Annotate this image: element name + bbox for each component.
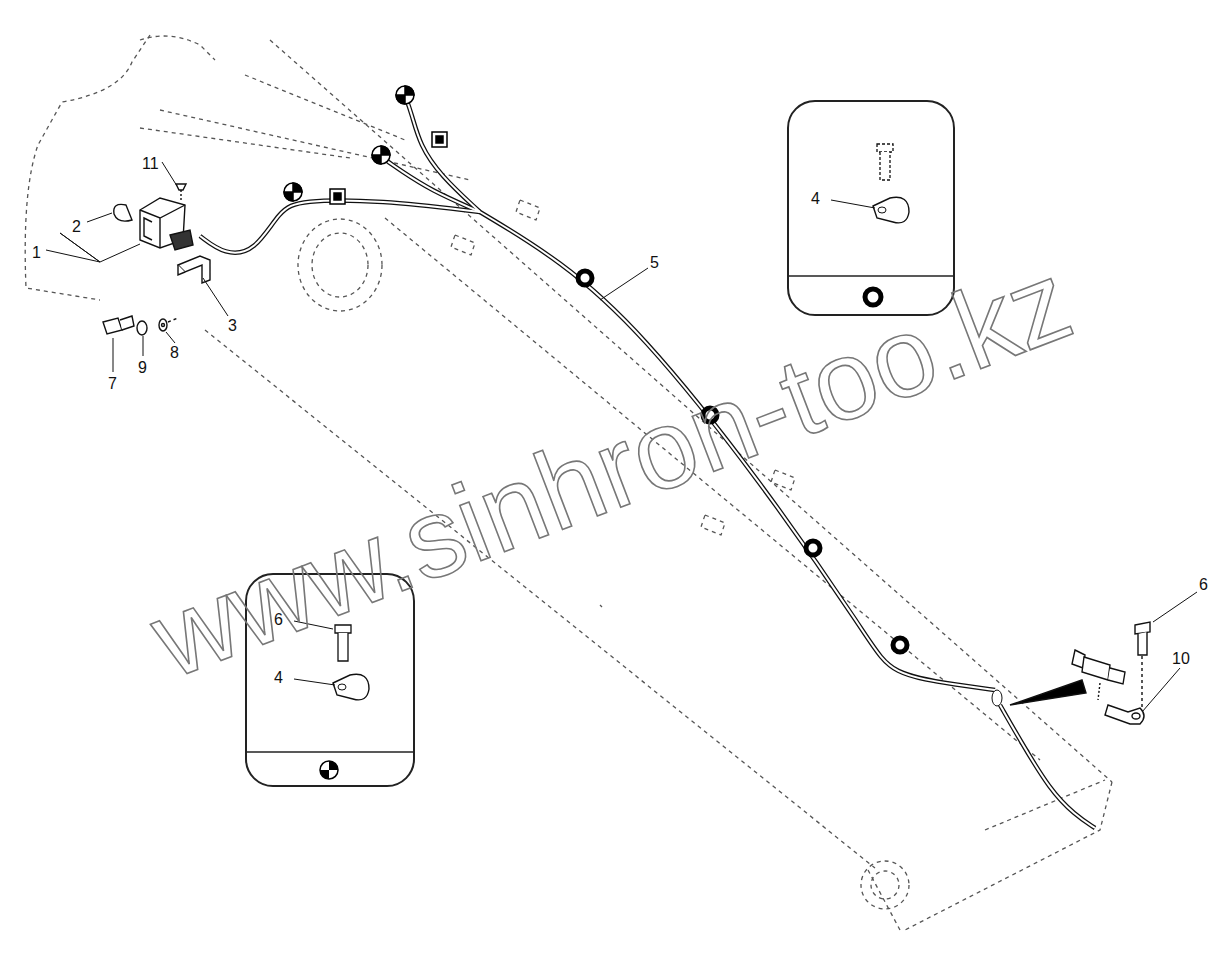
callout-number: 7 [108, 376, 117, 392]
inset-drawing [789, 102, 953, 314]
callout-number: 4 [811, 191, 820, 207]
callout-number: 3 [228, 318, 237, 334]
boom-outline [25, 35, 1112, 930]
cable [1000, 705, 1095, 828]
detail-inset: 4 [787, 100, 955, 316]
callout-number: 2 [72, 219, 81, 235]
callout-number: 8 [170, 345, 179, 361]
leader-lines [46, 162, 1197, 712]
callout-number: 9 [138, 360, 147, 376]
callout-number: 11 [142, 156, 159, 172]
inset-drawing [247, 575, 413, 785]
cable-core [1000, 705, 1095, 828]
cable [200, 200, 480, 252]
callout-number: 1 [32, 245, 41, 261]
wiring-harness [200, 95, 1095, 828]
callout-number: 4 [274, 670, 283, 686]
detail-inset: 64 [245, 573, 415, 787]
callout-number: 6 [274, 612, 283, 628]
callout-number: 10 [1172, 651, 1190, 667]
callout-number: 6 [1199, 577, 1208, 593]
cable-core [200, 200, 480, 252]
connector-assembly [1010, 622, 1150, 724]
cable-core [381, 155, 480, 212]
callout-number: 5 [650, 255, 659, 271]
lamp-assembly [103, 184, 210, 335]
cable-joint [992, 690, 1002, 706]
